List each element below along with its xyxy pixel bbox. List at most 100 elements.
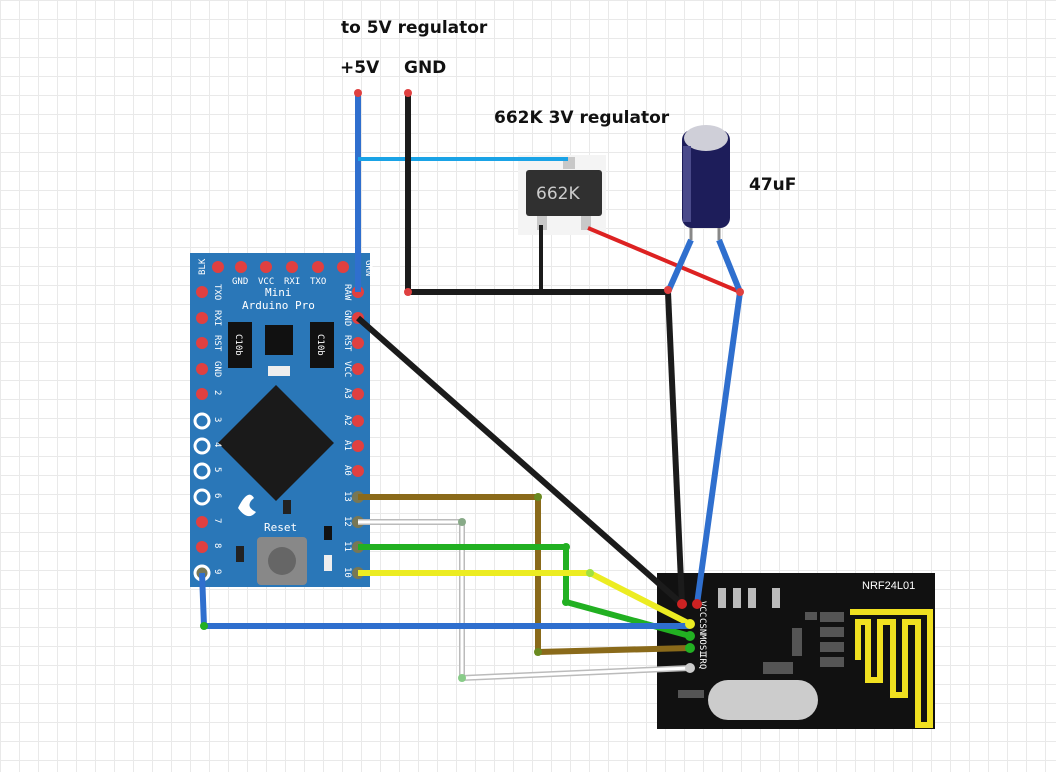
top-pin-headers xyxy=(212,261,349,273)
wire-pin10-csn xyxy=(358,570,692,627)
pin-label: A1 xyxy=(342,440,352,451)
regulator-leg xyxy=(581,216,591,230)
pad xyxy=(718,588,726,608)
nrf-pin xyxy=(685,663,695,673)
junction xyxy=(458,674,466,682)
nrf-pin xyxy=(677,599,687,609)
pin-label: 10 xyxy=(342,567,352,578)
pin-label: 2 xyxy=(212,390,222,395)
pad xyxy=(772,588,780,608)
pin-label: 5 xyxy=(212,467,222,472)
pin-label: 12 xyxy=(342,516,352,527)
pad xyxy=(820,612,844,622)
pin-label: 6 xyxy=(212,493,222,498)
chip-label: C10b xyxy=(233,334,243,356)
pin-label: A3 xyxy=(342,388,352,399)
board-part xyxy=(283,500,291,514)
board-small-chip xyxy=(265,325,293,355)
pin-label-blk: BLK xyxy=(198,258,208,275)
capacitor-stripe xyxy=(683,146,691,222)
pad xyxy=(678,690,704,698)
junction xyxy=(534,493,542,501)
board-led xyxy=(268,366,290,376)
pin-label: GND xyxy=(342,310,352,326)
nrf-pin-label: IRQ xyxy=(697,653,707,669)
regulator-marking: 662K xyxy=(536,184,580,204)
nrf-pin-label: MOSI xyxy=(697,634,707,656)
pin-label: 11 xyxy=(342,541,352,552)
antenna-trace xyxy=(850,609,933,728)
junction xyxy=(200,622,208,630)
wire-pin11-mosi xyxy=(358,544,691,639)
wire-arduino-gnd-to-nrf xyxy=(356,315,684,607)
pin-label: RAW xyxy=(342,284,352,301)
junction xyxy=(534,648,542,656)
regulator-662k: 662K xyxy=(518,155,606,235)
logo-flame-icon xyxy=(238,494,256,517)
pin-label: 4 xyxy=(212,442,222,447)
crystal-oscillator xyxy=(708,680,818,720)
board-part xyxy=(324,555,332,571)
reset-button-cap[interactable] xyxy=(268,547,296,575)
nrf-pin xyxy=(685,619,695,629)
pad xyxy=(748,588,756,608)
endpoint-gnd[interactable] xyxy=(404,89,412,97)
pin-label-vcc: VCC xyxy=(258,277,274,287)
pin-label: RST xyxy=(342,335,352,352)
nrf-title: NRF24L01 xyxy=(862,580,915,592)
junction xyxy=(736,288,744,296)
junction xyxy=(458,518,466,526)
junction xyxy=(404,288,412,296)
pin-label: 7 xyxy=(212,518,222,523)
pin-label: RXI xyxy=(212,310,222,326)
pin-label: 8 xyxy=(212,543,222,548)
pad xyxy=(792,628,802,656)
pin-label-txo: TXO xyxy=(310,277,326,287)
board-part xyxy=(324,526,332,540)
left-pin-headers xyxy=(193,286,211,582)
endpoint-5v[interactable] xyxy=(354,89,362,97)
capacitor-body xyxy=(682,130,730,228)
pad xyxy=(763,662,793,674)
nrf-pin-label: VCC xyxy=(697,601,707,617)
wire-3v3-to-nrf-vcc xyxy=(694,238,744,605)
nrf24l01-module: NRF24L01 VCC CSN MOSI IRQ xyxy=(657,573,935,729)
pad xyxy=(733,588,741,608)
reset-label: Reset xyxy=(264,521,297,534)
capacitor-value-label: 47uF xyxy=(749,175,797,195)
junction xyxy=(586,569,594,577)
board-part xyxy=(236,546,244,562)
pin-label-rxi: RXI xyxy=(284,277,300,287)
gnd-label: GND xyxy=(404,58,447,78)
board-name-mini: Mini xyxy=(265,286,292,299)
pin-label: A0 xyxy=(342,465,352,476)
pin-label: 13 xyxy=(342,491,352,502)
capacitor-47uf xyxy=(682,125,730,240)
regulator-leg xyxy=(537,216,547,230)
pin-label: A2 xyxy=(342,415,352,426)
to-regulator-label: to 5V regulator xyxy=(341,18,488,38)
nrf-pin xyxy=(692,599,702,609)
pad xyxy=(820,642,844,652)
mcu-chip xyxy=(218,385,334,501)
capacitor-top xyxy=(684,125,728,151)
junction xyxy=(562,543,570,551)
junction xyxy=(664,286,672,294)
pin-label: 3 xyxy=(212,417,222,422)
arduino-pro-mini: BLK GND VCC RXI TXO GRN Mini Arduino Pro… xyxy=(190,253,373,587)
wire-pin12-miso xyxy=(358,520,691,680)
pad xyxy=(805,612,817,620)
junction xyxy=(562,598,570,606)
wire-capacitor-neg xyxy=(665,238,694,294)
pin-label: GND xyxy=(212,361,222,377)
board-chip-right xyxy=(310,322,334,368)
nrf-pin xyxy=(685,631,695,641)
chip-label: C10b xyxy=(315,334,325,356)
pad xyxy=(820,657,844,667)
nrf-pin xyxy=(685,643,695,653)
pin-label: TXO xyxy=(212,284,222,300)
wire-regulator-output xyxy=(587,226,741,294)
pin-label-grn: GRN xyxy=(363,260,373,276)
pin-label: VCC xyxy=(342,361,352,377)
